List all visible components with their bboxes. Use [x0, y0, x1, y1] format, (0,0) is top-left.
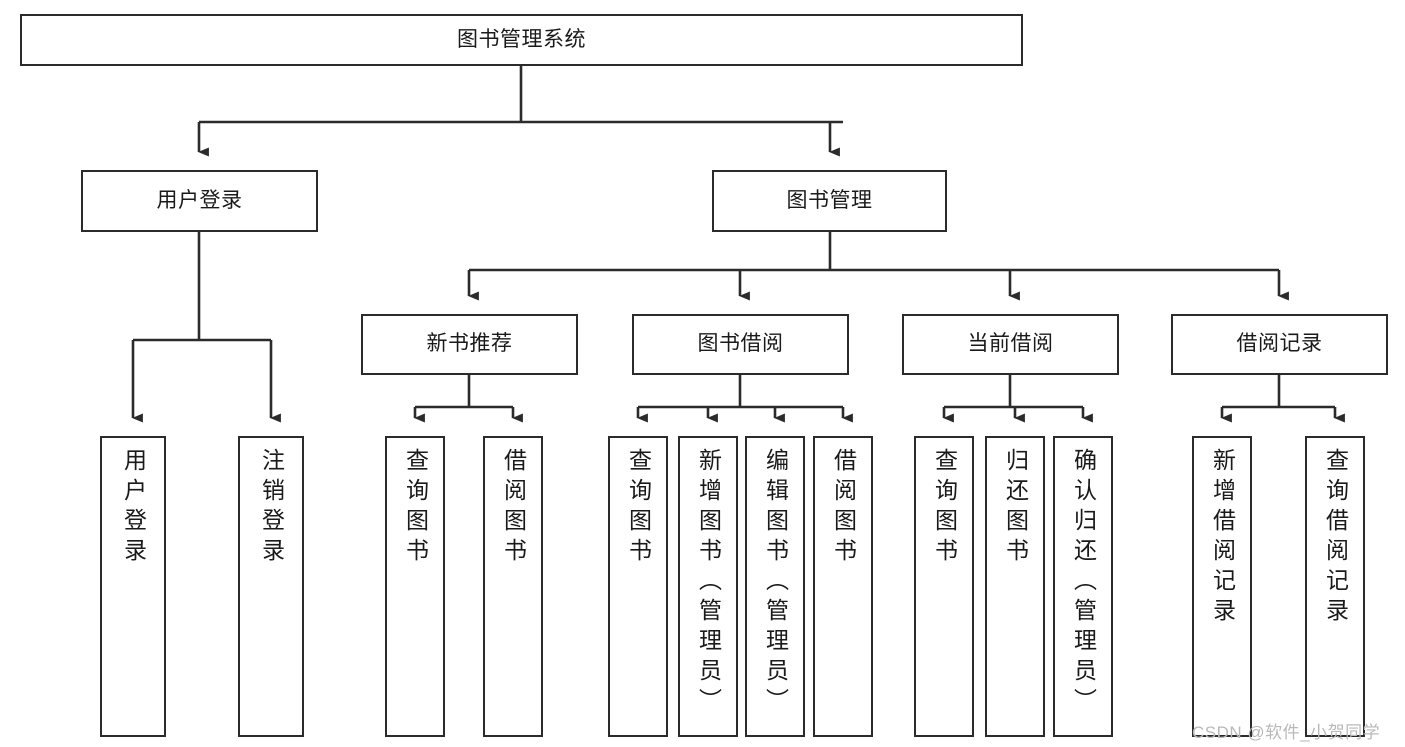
leaf-user-login[interactable]: 用户登录	[100, 436, 166, 737]
node-borrow-records[interactable]: 借阅记录	[1171, 314, 1388, 375]
leaf-confirm-return-label: 确认归还（管理员）	[1070, 448, 1097, 718]
node-book-management[interactable]: 图书管理	[712, 170, 947, 232]
node-new-book-recommend[interactable]: 新书推荐	[361, 314, 578, 375]
leaf-query-book-borrow[interactable]: 查询图书	[608, 436, 668, 737]
leaf-query-book-borrow-label: 查询图书	[625, 448, 652, 568]
node-new-book-recommend-label: 新书推荐	[426, 332, 513, 356]
leaf-borrow-book-rec-label: 借阅图书	[500, 448, 527, 568]
leaf-return-book[interactable]: 归还图书	[985, 436, 1045, 737]
leaf-confirm-return[interactable]: 确认归还（管理员）	[1053, 436, 1113, 737]
node-book-borrow-label: 图书借阅	[697, 332, 784, 356]
leaf-add-borrow-record-label: 新增借阅记录	[1209, 448, 1236, 628]
leaf-edit-book-label: 编辑图书（管理员）	[762, 448, 789, 718]
node-book-management-label: 图书管理	[786, 188, 873, 212]
leaf-query-borrow-record-label: 查询借阅记录	[1322, 448, 1349, 628]
leaf-add-book[interactable]: 新增图书（管理员）	[678, 436, 738, 737]
leaf-edit-book[interactable]: 编辑图书（管理员）	[745, 436, 805, 737]
node-book-borrow[interactable]: 图书借阅	[632, 314, 849, 375]
node-borrow-records-label: 借阅记录	[1236, 332, 1323, 356]
node-user-login[interactable]: 用户登录	[81, 170, 318, 232]
node-current-borrow[interactable]: 当前借阅	[902, 314, 1119, 375]
leaf-query-book-current-label: 查询图书	[931, 448, 958, 568]
leaf-logout[interactable]: 注销登录	[238, 436, 304, 737]
leaf-user-login-label: 用户登录	[120, 448, 147, 568]
node-root-label: 图书管理系统	[457, 27, 586, 51]
leaf-query-book-current[interactable]: 查询图书	[914, 436, 974, 737]
leaf-query-borrow-record[interactable]: 查询借阅记录	[1305, 436, 1365, 737]
leaf-borrow-book-label: 借阅图书	[830, 448, 857, 568]
leaf-query-book-rec[interactable]: 查询图书	[385, 436, 445, 737]
node-user-login-label: 用户登录	[156, 188, 243, 212]
leaf-add-book-label: 新增图书（管理员）	[695, 448, 722, 718]
leaf-logout-label: 注销登录	[258, 448, 285, 568]
leaf-borrow-book-rec[interactable]: 借阅图书	[483, 436, 543, 737]
node-current-borrow-label: 当前借阅	[967, 332, 1054, 356]
leaf-borrow-book[interactable]: 借阅图书	[813, 436, 873, 737]
node-root[interactable]: 图书管理系统	[20, 14, 1023, 66]
leaf-query-book-rec-label: 查询图书	[402, 448, 429, 568]
leaf-add-borrow-record[interactable]: 新增借阅记录	[1192, 436, 1252, 737]
csdn-watermark: CSDN @软件_小贺同学	[1192, 723, 1381, 742]
leaf-return-book-label: 归还图书	[1002, 448, 1029, 568]
